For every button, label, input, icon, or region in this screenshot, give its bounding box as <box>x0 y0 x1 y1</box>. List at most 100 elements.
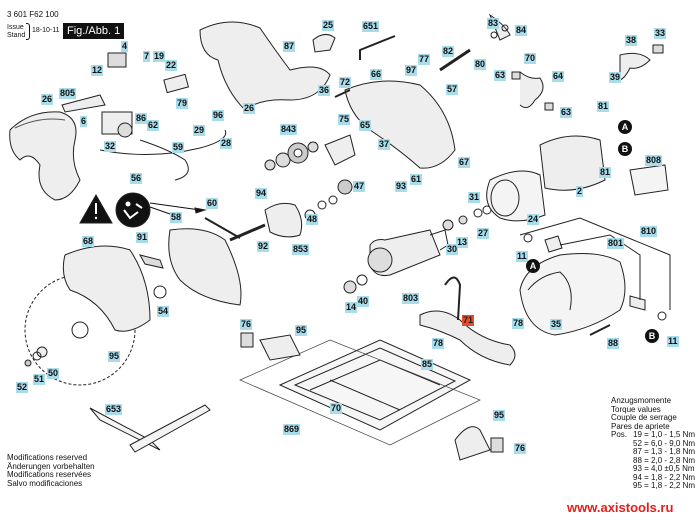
part-label-84[interactable]: 84 <box>515 25 528 36</box>
part-label-60[interactable]: 60 <box>206 198 219 209</box>
part-label-63[interactable]: 63 <box>494 70 507 81</box>
connector-a-marker: A <box>618 120 632 134</box>
part-label-88[interactable]: 88 <box>607 338 620 349</box>
part-label-85[interactable]: 85 <box>421 359 434 370</box>
part-label-51[interactable]: 51 <box>33 374 46 385</box>
part-label-72[interactable]: 72 <box>339 77 352 88</box>
part-label-853[interactable]: 853 <box>292 244 310 255</box>
part-label-810[interactable]: 810 <box>640 226 658 237</box>
part-label-78[interactable]: 78 <box>512 318 525 329</box>
part-label-52[interactable]: 52 <box>16 382 29 393</box>
part-label-805[interactable]: 805 <box>59 88 77 99</box>
part-label-22[interactable]: 22 <box>165 60 178 71</box>
torque-row: 19 = 1,0 - 1,5 Nm <box>633 430 696 439</box>
part-label-808[interactable]: 808 <box>645 155 663 166</box>
part-label-71-selected[interactable]: 71 <box>462 315 475 326</box>
part-label-65[interactable]: 65 <box>359 120 372 131</box>
part-label-27[interactable]: 27 <box>477 228 490 239</box>
part-label-6[interactable]: 6 <box>80 116 88 127</box>
part-label-58[interactable]: 58 <box>170 212 183 223</box>
part-label-81[interactable]: 81 <box>597 101 610 112</box>
part-label-869[interactable]: 869 <box>283 424 301 435</box>
part-label-13[interactable]: 13 <box>456 237 469 248</box>
part-label-803[interactable]: 803 <box>402 293 420 304</box>
ring-part <box>153 285 167 299</box>
part-label-59[interactable]: 59 <box>172 142 185 153</box>
part-label-35[interactable]: 35 <box>550 319 563 330</box>
part-label-96[interactable]: 96 <box>212 110 225 121</box>
modifications-es: Salvo modificaciones <box>7 478 83 488</box>
part-label-70[interactable]: 70 <box>524 53 537 64</box>
part-label-76b[interactable]: 76 <box>514 443 527 454</box>
part-label-11[interactable]: 11 <box>516 251 528 262</box>
part-label-28[interactable]: 28 <box>220 138 233 149</box>
torque-row: 87 = 1,3 - 1,8 Nm <box>633 447 696 456</box>
plate-part <box>163 73 190 94</box>
part-label-81b[interactable]: 81 <box>599 167 612 178</box>
part-label-651[interactable]: 651 <box>362 21 380 32</box>
part-label-31[interactable]: 31 <box>468 192 481 203</box>
part-label-95b[interactable]: 95 <box>295 325 308 336</box>
part-label-30[interactable]: 30 <box>446 244 459 255</box>
part-label-25[interactable]: 25 <box>322 20 335 31</box>
part-label-32[interactable]: 32 <box>104 141 117 152</box>
part-label-64[interactable]: 64 <box>552 71 565 82</box>
part-label-4[interactable]: 4 <box>121 41 129 52</box>
part-label-91[interactable]: 91 <box>136 232 149 243</box>
part-label-48[interactable]: 48 <box>306 214 319 225</box>
part-label-14[interactable]: 14 <box>345 302 358 313</box>
part-label-66[interactable]: 66 <box>370 69 383 80</box>
part-label-79[interactable]: 79 <box>176 98 189 109</box>
part-label-843[interactable]: 843 <box>280 124 298 135</box>
part-label-75[interactable]: 75 <box>338 114 351 125</box>
part-label-70b[interactable]: 70 <box>330 403 343 414</box>
part-label-54[interactable]: 54 <box>157 306 170 317</box>
part-label-12[interactable]: 12 <box>91 65 104 76</box>
part-label-33[interactable]: 33 <box>654 28 667 39</box>
part-label-77[interactable]: 77 <box>418 54 431 65</box>
part-label-62[interactable]: 62 <box>147 120 160 131</box>
part-label-76[interactable]: 76 <box>240 319 253 330</box>
part-label-50[interactable]: 50 <box>47 368 60 379</box>
part-label-11b[interactable]: 11 <box>667 336 679 347</box>
part-label-94[interactable]: 94 <box>255 188 268 199</box>
part-label-95[interactable]: 95 <box>108 351 121 362</box>
torque-row: 52 = 6,0 - 9,0 Nm <box>633 438 696 448</box>
part-label-39[interactable]: 39 <box>609 72 622 83</box>
part-label-86[interactable]: 86 <box>135 113 148 124</box>
part-label-92[interactable]: 92 <box>257 241 270 252</box>
part-label-29[interactable]: 29 <box>193 125 206 136</box>
part-label-80[interactable]: 80 <box>474 59 487 70</box>
part-label-7[interactable]: 7 <box>143 51 151 62</box>
part-label-83[interactable]: 83 <box>487 18 500 29</box>
gear-set-part <box>264 141 319 171</box>
website-url[interactable]: www.axistools.ru <box>567 500 674 515</box>
cam-part <box>519 71 544 109</box>
torque-title-en: Torque values <box>611 404 661 414</box>
part-label-36[interactable]: 36 <box>318 85 331 96</box>
part-label-61[interactable]: 61 <box>410 174 423 185</box>
part-label-78b[interactable]: 78 <box>432 338 445 349</box>
part-label-87[interactable]: 87 <box>283 41 296 52</box>
part-label-56[interactable]: 56 <box>130 173 143 184</box>
part-label-93[interactable]: 93 <box>395 181 408 192</box>
part-label-801[interactable]: 801 <box>607 238 625 249</box>
part-label-47[interactable]: 47 <box>353 181 366 192</box>
part-label-40[interactable]: 40 <box>357 296 370 307</box>
part-label-63b[interactable]: 63 <box>560 107 573 118</box>
part-label-82[interactable]: 82 <box>442 46 455 57</box>
part-label-95c[interactable]: 95 <box>493 410 506 421</box>
part-label-57[interactable]: 57 <box>446 84 459 95</box>
part-label-26b[interactable]: 26 <box>243 103 256 114</box>
part-label-38[interactable]: 38 <box>625 35 638 46</box>
part-label-19[interactable]: 19 <box>153 51 166 62</box>
part-label-2[interactable]: 2 <box>576 186 584 197</box>
part-label-37[interactable]: 37 <box>378 139 391 150</box>
part-label-24[interactable]: 24 <box>527 214 540 225</box>
part-label-97[interactable]: 97 <box>405 65 418 76</box>
part-label-68[interactable]: 68 <box>82 236 95 247</box>
part-label-26[interactable]: 26 <box>41 94 54 105</box>
part-label-653[interactable]: 653 <box>105 404 123 415</box>
part-label-67[interactable]: 67 <box>458 157 471 168</box>
modifications-en: Modifications reserved <box>7 453 88 462</box>
